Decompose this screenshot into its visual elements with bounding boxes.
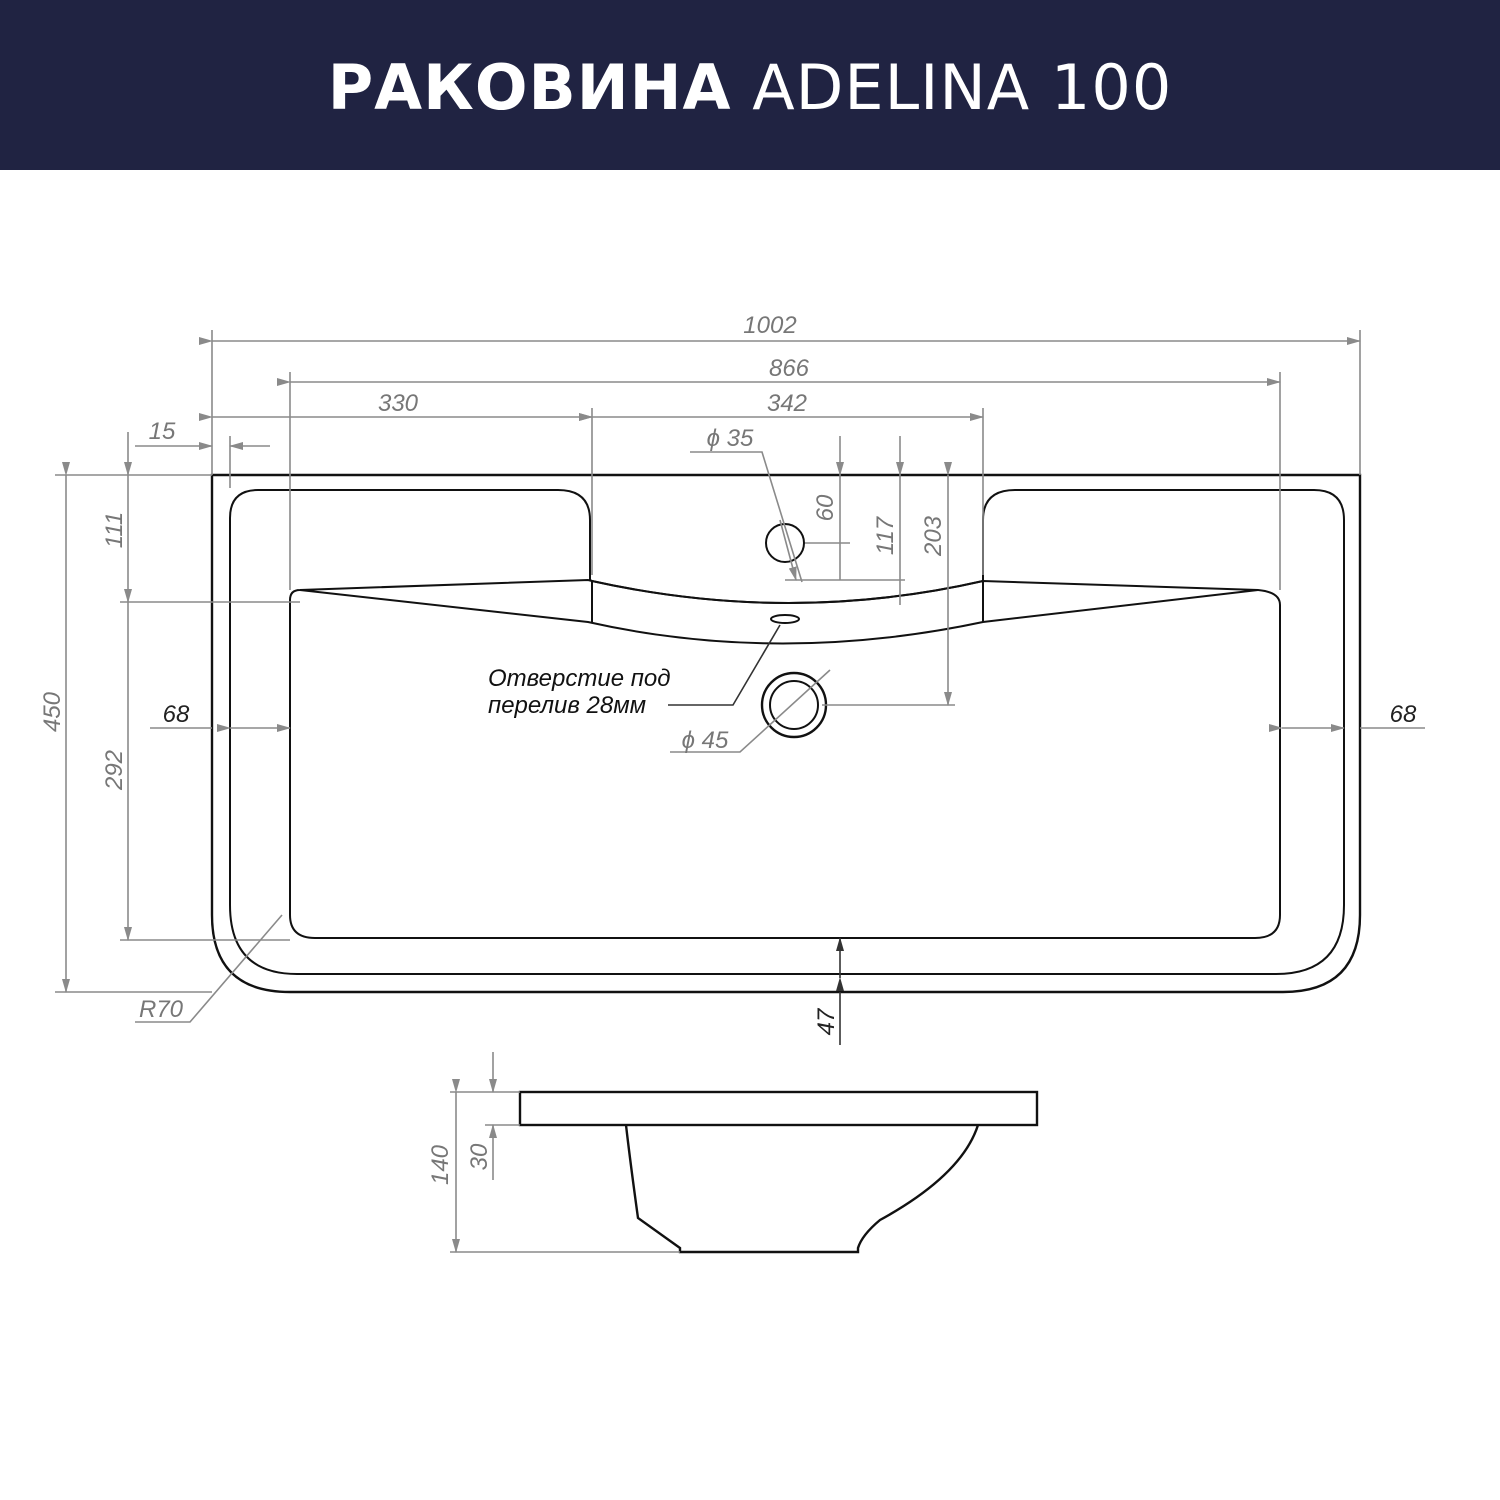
overflow-hole [770,614,800,624]
dim-117: 117 [872,515,899,555]
dim-depth: 450 [39,691,66,732]
dim-bowl-width: 866 [769,355,810,382]
dimension-lines [55,330,1425,1045]
dim-tap-ledge: 342 [767,390,807,417]
sink-top-view [210,473,1362,994]
dim-60: 60 [812,494,839,521]
bowl-slope-line [299,589,1259,645]
drain-inner [769,680,819,730]
dim-height: 140 [427,1144,454,1185]
dim-front: 47 [813,1007,840,1035]
dim-radius: R70 [139,996,184,1023]
bowl-edge [289,578,1281,939]
overflow-note-line1: Отверстие под [488,665,671,692]
dim-edge: 15 [149,418,176,445]
header-bar [0,0,1500,170]
ledge-corner-lines [591,581,984,622]
sink-inner-rim [229,489,1345,975]
overflow-note-line2: перелив 28мм [488,692,646,719]
dim-111: 111 [101,512,128,548]
tap-hole [765,523,805,563]
side-basin [624,1124,980,1254]
dim-overall-width: 1002 [743,312,796,339]
dim-tap-hole: ϕ 35 [707,425,754,452]
dim-right-side: 68 [1390,701,1417,728]
dim-drain: ϕ 45 [682,727,729,754]
dim-292: 292 [101,750,128,791]
sink-outer-contour [210,473,1362,994]
side-countertop [518,1090,1039,1127]
page-title: РАКОВИНА ADELINA 100 [0,0,1500,170]
dim-203: 203 [920,515,947,557]
dim-rim-height: 30 [466,1143,493,1170]
sink-side-view [450,1052,1039,1254]
title-light: ADELINA 100 [752,51,1173,124]
dim-left-side: 68 [163,701,190,728]
dim-left-to-tap: 330 [378,390,419,417]
title-bold: РАКОВИНА [327,51,732,124]
